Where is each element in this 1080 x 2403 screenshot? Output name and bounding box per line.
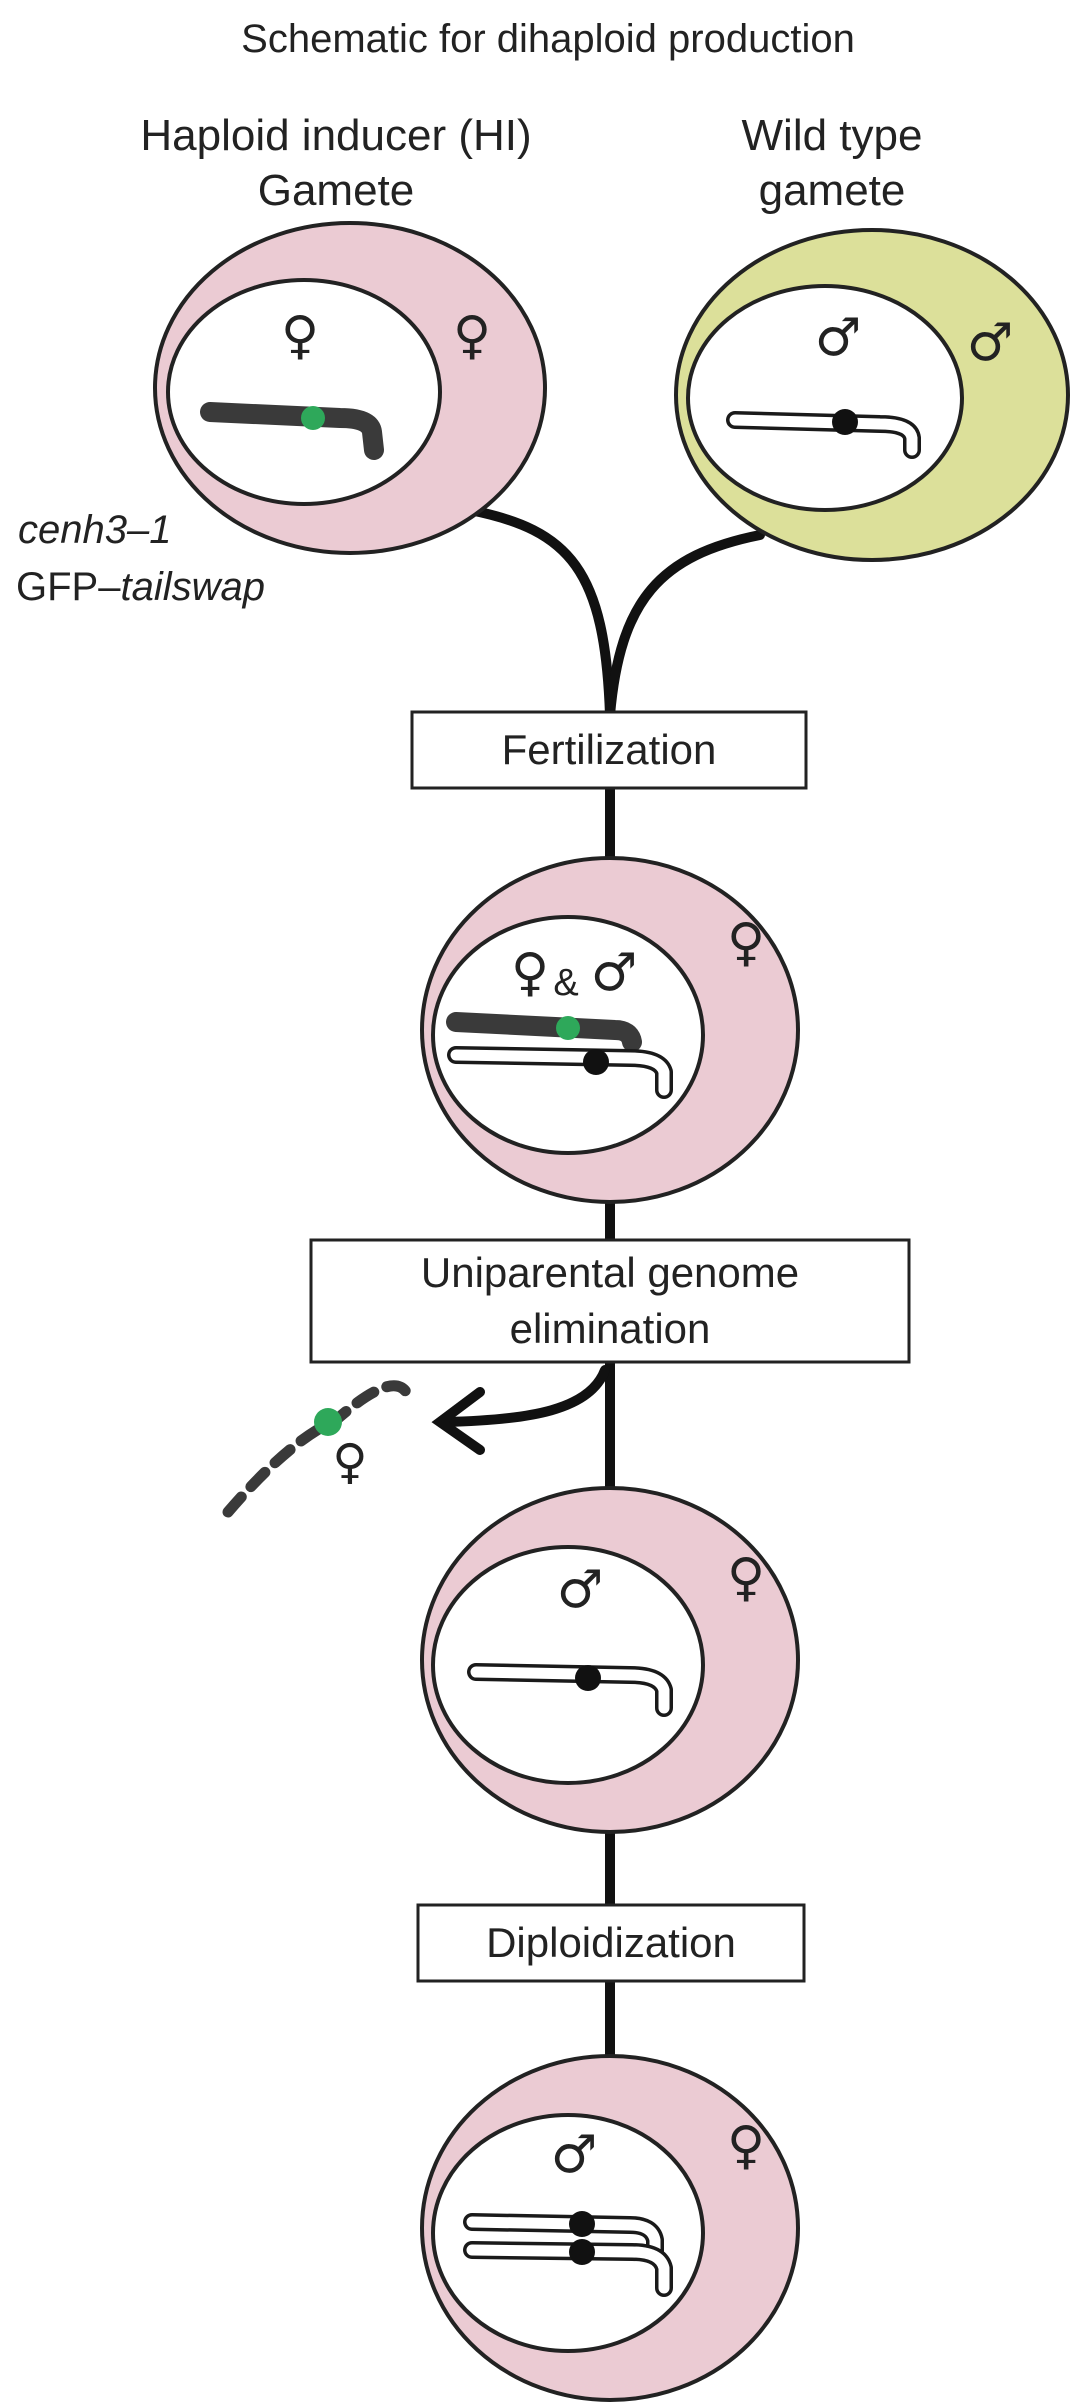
- centromere: [569, 2211, 595, 2237]
- ampersand-symbol: &: [553, 962, 578, 1004]
- hi-chromosome: [200, 402, 384, 460]
- genotype-line1: cenh3–1: [18, 508, 171, 552]
- diagram-title: Schematic for dihaploid production: [241, 17, 855, 61]
- male-symbol: ♂: [967, 313, 1014, 373]
- wt-to-fertilization-connector: [605, 530, 765, 720]
- wt-chromosome-fill: [450, 1049, 670, 1096]
- hi-gamete-label-line2: Gamete: [258, 166, 415, 215]
- diploidization-label: Diploidization: [486, 1919, 736, 1966]
- genotype-prefix: GFP–: [16, 565, 121, 609]
- male-symbol: ♂: [591, 943, 638, 1003]
- gfp-centromere: [301, 406, 325, 430]
- fertilization-box: [410, 710, 808, 790]
- female-symbol: ♀: [727, 1548, 765, 1608]
- wt-chromosome-fill: [729, 414, 918, 456]
- hi-chromosome: [446, 1012, 642, 1052]
- female-symbol: ♀: [727, 913, 765, 973]
- zygote-cell: ♀ & ♂ ♀: [420, 856, 800, 1204]
- female-symbol: ♀: [727, 2116, 765, 2176]
- dihaploid-cell: ♂ ♀: [420, 2054, 800, 2402]
- male-symbol: ♂: [815, 308, 862, 368]
- wt-gamete-cell: ♂ ♂: [674, 228, 1070, 562]
- wt-chromosome-copy-fill: [466, 2244, 670, 2294]
- genotype-italic: tailswap: [120, 565, 265, 609]
- elimination-step: Uniparental genome elimination: [309, 1238, 911, 1364]
- wt-chromosome-fill: [466, 2216, 661, 2261]
- fertilization-label: Fertilization: [502, 726, 717, 773]
- dihaploid-nucleus: [431, 2113, 705, 2353]
- female-symbol: ♀: [281, 306, 319, 366]
- haploid-cell: ♂ ♀: [420, 1486, 800, 1834]
- male-symbol: ♂: [557, 1560, 604, 1620]
- elimination-arrowhead: [431, 1387, 485, 1455]
- gfp-centromere: [556, 1016, 580, 1040]
- elimination-arrow: [440, 1365, 610, 1427]
- centromere: [569, 2239, 595, 2265]
- hi-gamete-label-line1: Haploid inducer (HI): [140, 111, 531, 160]
- female-symbol: ♀: [453, 306, 491, 366]
- wt-gamete-label-line1: Wild type: [742, 111, 923, 160]
- female-symbol: ♀: [511, 943, 549, 1003]
- fertilization-step: Fertilization: [410, 710, 808, 790]
- female-symbol: ♀: [332, 1434, 367, 1490]
- centromere: [575, 1665, 601, 1691]
- centromere: [583, 1049, 609, 1075]
- wt-gamete-label-line2: gamete: [759, 166, 906, 215]
- centromere: [832, 409, 858, 435]
- elimination-label-line2: elimination: [510, 1305, 711, 1352]
- male-symbol: ♂: [551, 2125, 598, 2185]
- hi-to-fertilization-connector: [465, 505, 615, 720]
- eliminated-chromosome-group: ♀: [222, 1380, 414, 1518]
- eliminated-chromosome: [222, 1380, 414, 1518]
- genotype-line2: GFP–tailswap: [16, 565, 265, 609]
- gfp-centromere: [314, 1408, 342, 1436]
- wt-chromosome-fill: [470, 1666, 670, 1714]
- diploidization-box: [416, 1903, 806, 1983]
- elimination-label-line1: Uniparental genome: [421, 1249, 799, 1296]
- wt-nucleus: [686, 284, 964, 512]
- elimination-box: [309, 1238, 911, 1364]
- hi-gamete-cell: ♀ ♀: [153, 221, 547, 555]
- diploidization-step: Diploidization: [416, 1903, 806, 1983]
